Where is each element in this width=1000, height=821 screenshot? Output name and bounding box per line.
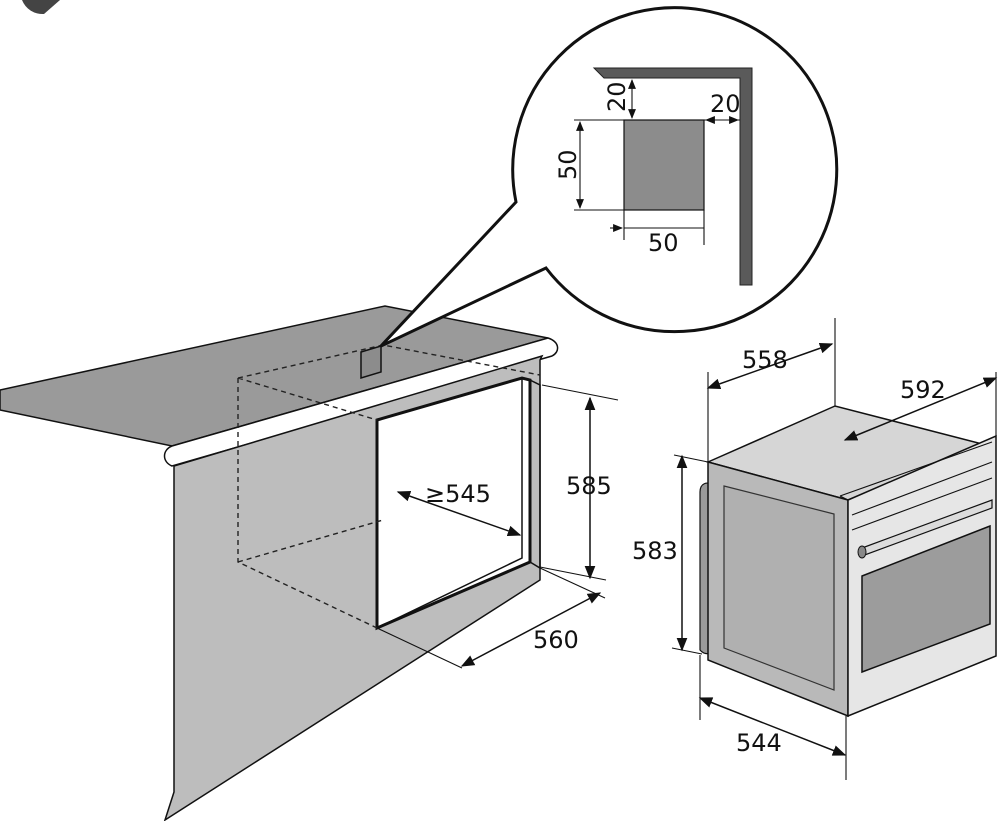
oven-depth-arrow	[706, 342, 834, 390]
detail-vgap-label: 20	[603, 81, 631, 112]
niche-hidden-outline	[237, 344, 541, 629]
corner-mark	[22, 0, 60, 15]
niche-depth-arrow	[396, 490, 522, 537]
oven-control-panel	[851, 461, 993, 531]
niche-height-label: 585	[566, 472, 612, 500]
oven-width-arrow	[843, 377, 998, 441]
oven-side-recess	[723, 485, 835, 691]
detail-callout: 20 20 50 50	[379, 6, 839, 348]
oven-depth-label: 558	[742, 346, 788, 374]
oven-body-depth-arrow	[698, 697, 847, 756]
niche-width-arrow	[460, 592, 602, 667]
oven-body-depth-label: 544	[736, 729, 782, 757]
oven-height-label: 583	[632, 537, 678, 565]
oven-window	[861, 524, 991, 674]
detail-square	[623, 119, 705, 211]
cabinet-group: ≥545 585 560	[0, 305, 619, 821]
oven-width-label: 592	[900, 376, 946, 404]
detail-height-label: 50	[554, 149, 582, 180]
niche-width-label: 560	[533, 626, 579, 654]
callout-bubble	[379, 6, 839, 348]
niche-depth-label: ≥545	[425, 480, 491, 508]
detail-hgap-label: 20	[710, 90, 741, 118]
countertop-edge	[163, 337, 559, 467]
oven-group: 558 592 583 544	[632, 318, 998, 780]
corner-profile	[592, 67, 753, 286]
detail-width-label: 50	[648, 229, 679, 257]
ventilation-cutout	[360, 344, 382, 380]
